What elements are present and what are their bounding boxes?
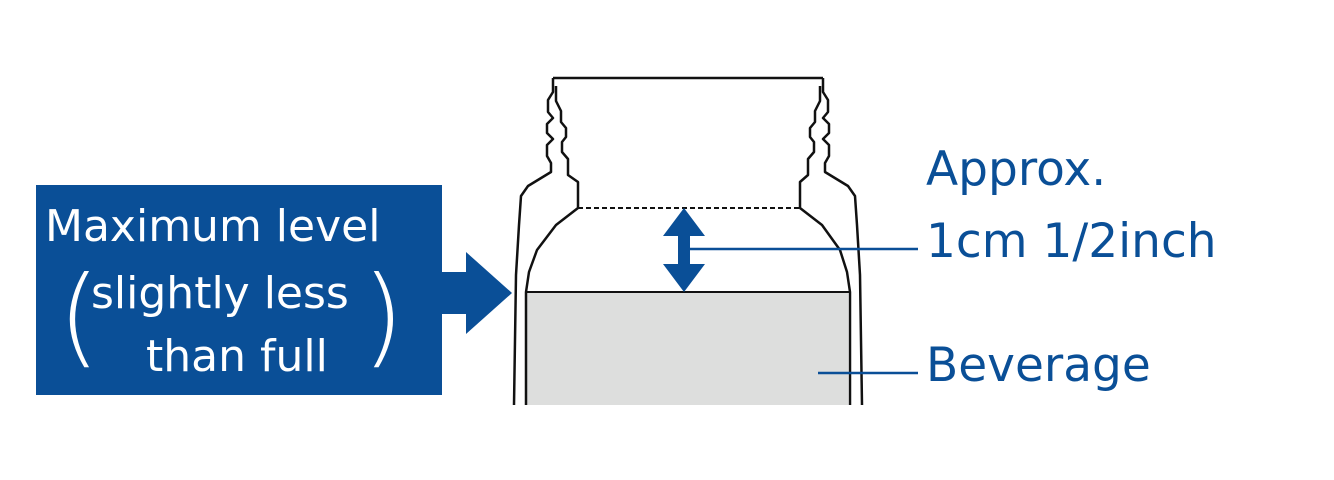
callout-line-3: than full: [146, 331, 328, 382]
gap-double-arrow: [663, 208, 705, 292]
callout-paren-close: ): [362, 254, 405, 379]
callout-line-2: slightly less: [91, 268, 349, 319]
bottle-right-inner-wall: [798, 86, 852, 405]
beverage-label: Beverage: [926, 338, 1151, 393]
bottle-left-wall: [512, 78, 555, 406]
bottle-left-inner-wall: [524, 86, 580, 405]
max-level-pointer-arrow: [442, 252, 512, 334]
bottle-right-wall: [821, 78, 864, 406]
callout-line-1: Maximum level: [45, 201, 381, 252]
approx-label-line-2: 1cm 1/2inch: [926, 214, 1217, 269]
callout-paren-open: (: [58, 254, 101, 379]
max-level-callout: Maximum level ( slightly less ) than ful…: [36, 185, 442, 395]
beverage-fill: [526, 292, 848, 405]
approx-label-line-1: Approx.: [926, 142, 1107, 197]
